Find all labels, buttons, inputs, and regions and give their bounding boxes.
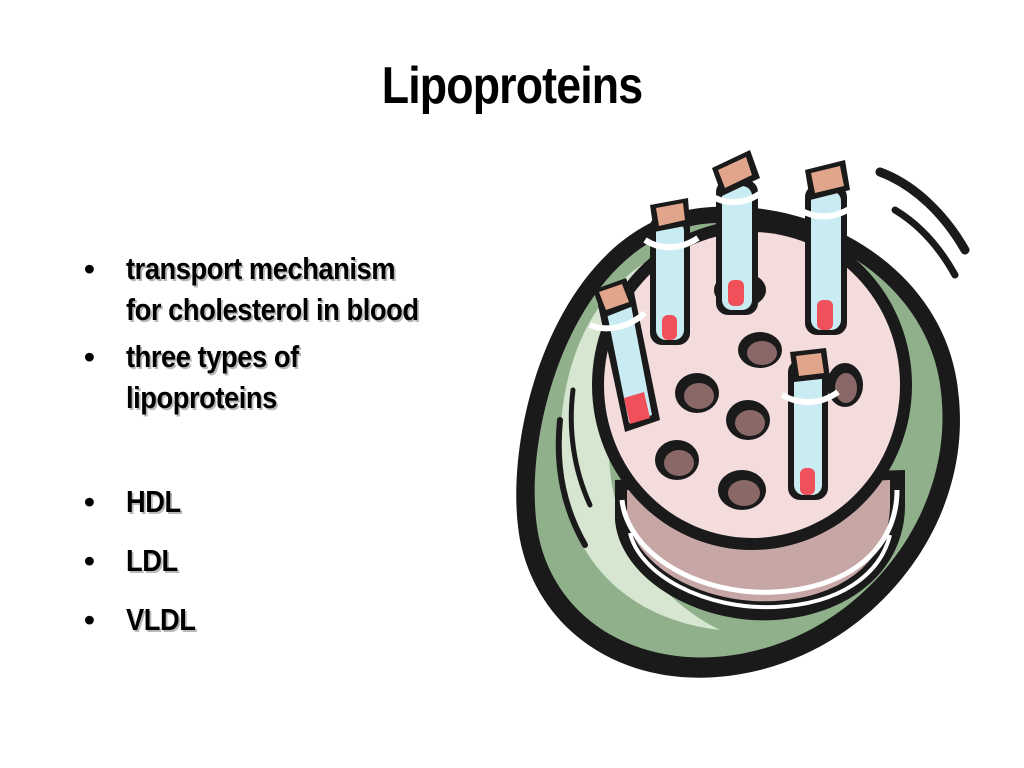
bullet-text: HDL — [126, 484, 181, 519]
bullet-text-line: lipoproteins — [126, 380, 277, 415]
bullet-text: LDL — [126, 543, 178, 578]
bullet-marker: • — [84, 543, 95, 578]
test-tube-icon — [798, 160, 857, 335]
slide-title: Lipoproteins — [381, 57, 643, 115]
bullet-item-transport: • transport mechanism for cholesterol in… — [84, 248, 504, 330]
bullet-item-hdl: • HDL — [84, 481, 504, 522]
test-tube-rack-illustration — [516, 150, 970, 678]
bullet-item-ldl: • LDL — [84, 540, 504, 581]
motion-lines-icon — [867, 167, 970, 313]
bullet-marker: • — [84, 602, 95, 637]
test-tube-icon — [708, 150, 766, 315]
bullet-list: • transport mechanism for cholesterol in… — [84, 248, 504, 640]
bullet-item-vldl: • VLDL — [84, 599, 504, 640]
test-tube-icon — [780, 348, 840, 500]
test-tube-icon — [588, 278, 660, 432]
bullet-text: VLDL — [126, 602, 196, 637]
bullet-text-line: transport mechanism — [126, 251, 396, 286]
test-tube-icon — [643, 198, 700, 345]
bullet-text-line: three types of — [126, 339, 299, 374]
bullet-item-types: • three types of lipoproteins — [84, 336, 504, 418]
bullet-marker: • — [84, 339, 95, 374]
bullet-marker: • — [84, 484, 95, 519]
bullet-marker: • — [84, 251, 95, 286]
bullet-text-line: for cholesterol in blood — [126, 292, 419, 327]
